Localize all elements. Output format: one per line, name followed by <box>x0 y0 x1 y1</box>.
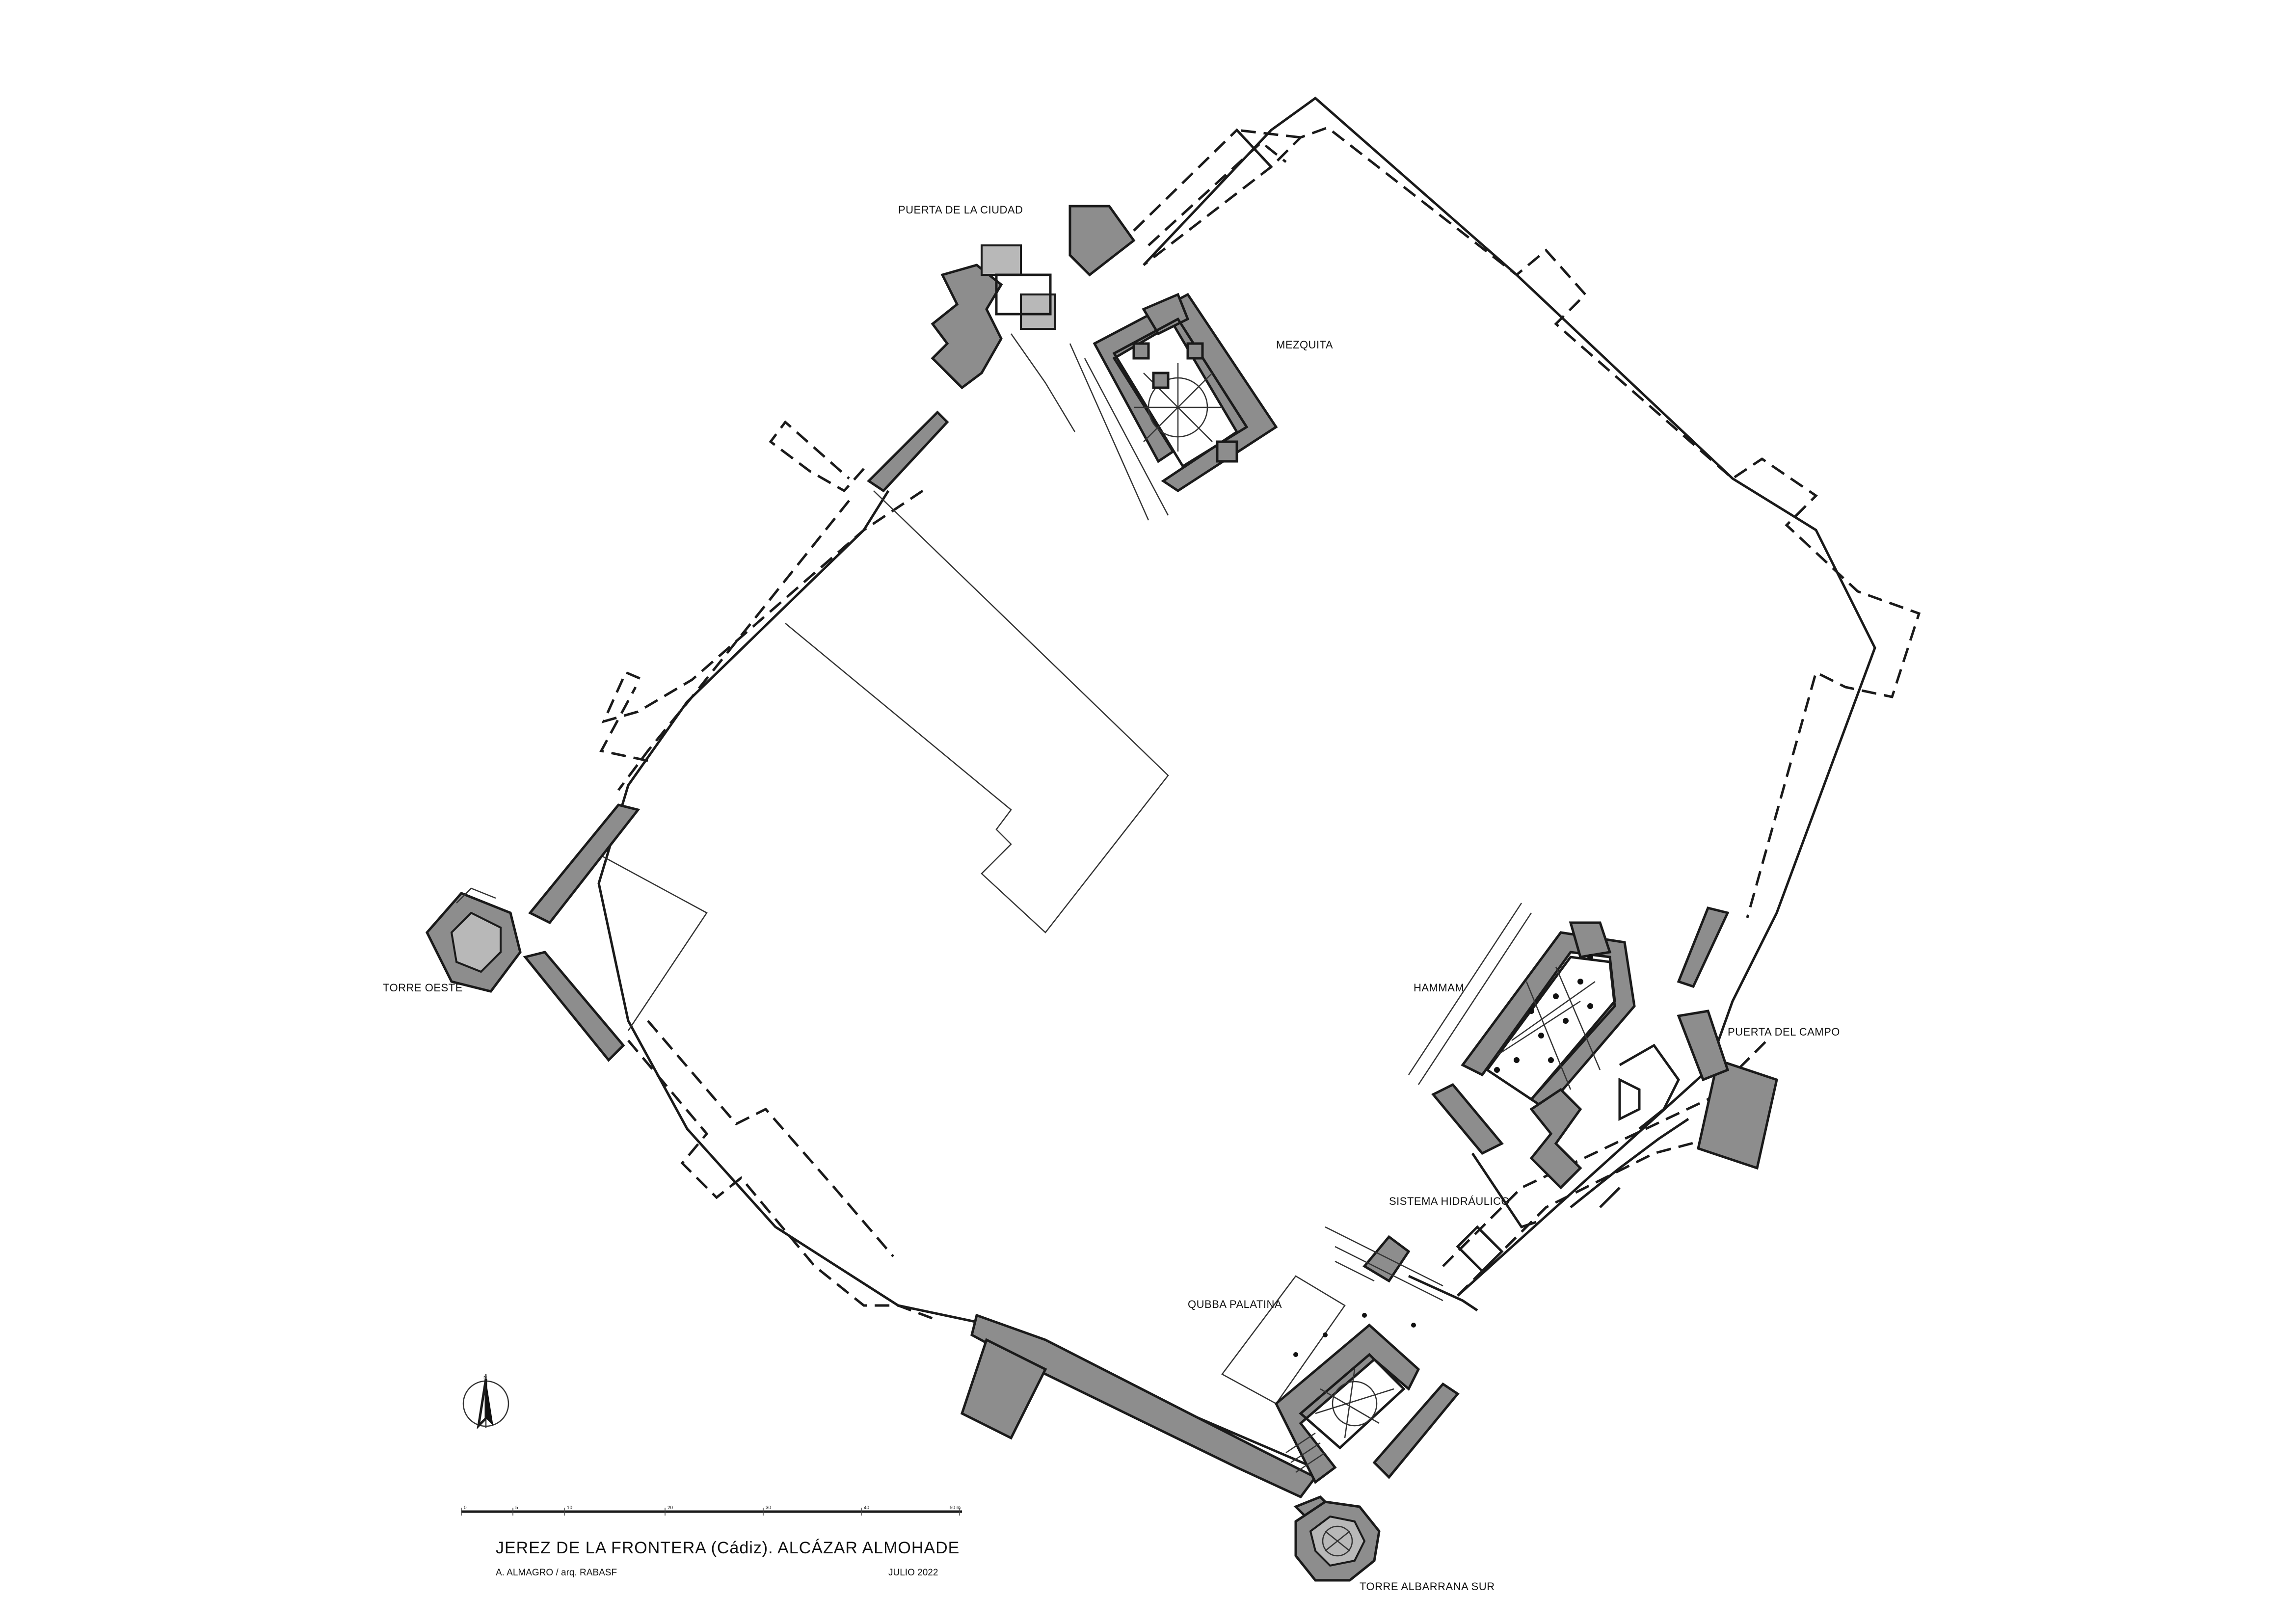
scale-tick-0: 0 <box>464 1505 467 1511</box>
north-label: N <box>483 1375 487 1381</box>
north-arrow-icon: N <box>462 1374 509 1430</box>
label-hammam: HAMMAM <box>1414 982 1464 994</box>
label-puerta-de-la-ciudad: PUERTA DE LA CIUDAD <box>898 204 1023 216</box>
interior-building-outline <box>588 343 1169 1031</box>
surviving-walls <box>523 410 1778 1499</box>
labels: PUERTA DE LA CIUDAD MEZQUITA TORRE OESTE… <box>383 204 1840 1593</box>
scale-tick-40: 40 <box>864 1505 870 1511</box>
label-torre-oeste: TORRE OESTE <box>383 982 463 994</box>
scale-tick-10: 10 <box>567 1505 573 1511</box>
hammam <box>1408 903 1689 1228</box>
label-mezquita: MEZQUITA <box>1276 339 1333 351</box>
plan-date: JULIO 2022 <box>888 1568 938 1578</box>
torre-albarrana-sur <box>1293 1495 1381 1582</box>
sistema-hidraulico <box>1325 1225 1504 1312</box>
label-sistema-hidraulico: SISTEMA HIDRÁULICO <box>1389 1195 1510 1207</box>
scale-tick-5: 5 <box>515 1505 518 1511</box>
plan-author: A. ALMAGRO / arq. RABASF <box>496 1568 617 1578</box>
label-qubba-palatina: QUBBA PALATINA <box>1188 1298 1282 1310</box>
scale-tick-50: 50 m <box>950 1505 961 1511</box>
label-puerta-del-campo: PUERTA DEL CAMPO <box>1728 1026 1840 1038</box>
inner-courtyard-outline <box>597 96 1876 1474</box>
title-block: JEREZ DE LA FRONTERA (Cádiz). ALCÁZAR AL… <box>496 1539 960 1578</box>
scale-bar: 0 5 10 20 30 40 50 m <box>461 1505 962 1516</box>
label-torre-albarrana-sur: TORRE ALBARRANA SUR <box>1360 1580 1495 1593</box>
puerta-de-la-ciudad <box>931 205 1136 432</box>
qubba-palatina <box>1221 1275 1420 1484</box>
plan-title: JEREZ DE LA FRONTERA (Cádiz). ALCÁZAR AL… <box>496 1539 960 1557</box>
mezquita <box>1093 293 1278 492</box>
scale-tick-20: 20 <box>667 1505 673 1511</box>
scale-tick-30: 30 <box>766 1505 772 1511</box>
torre-oeste <box>426 887 522 993</box>
